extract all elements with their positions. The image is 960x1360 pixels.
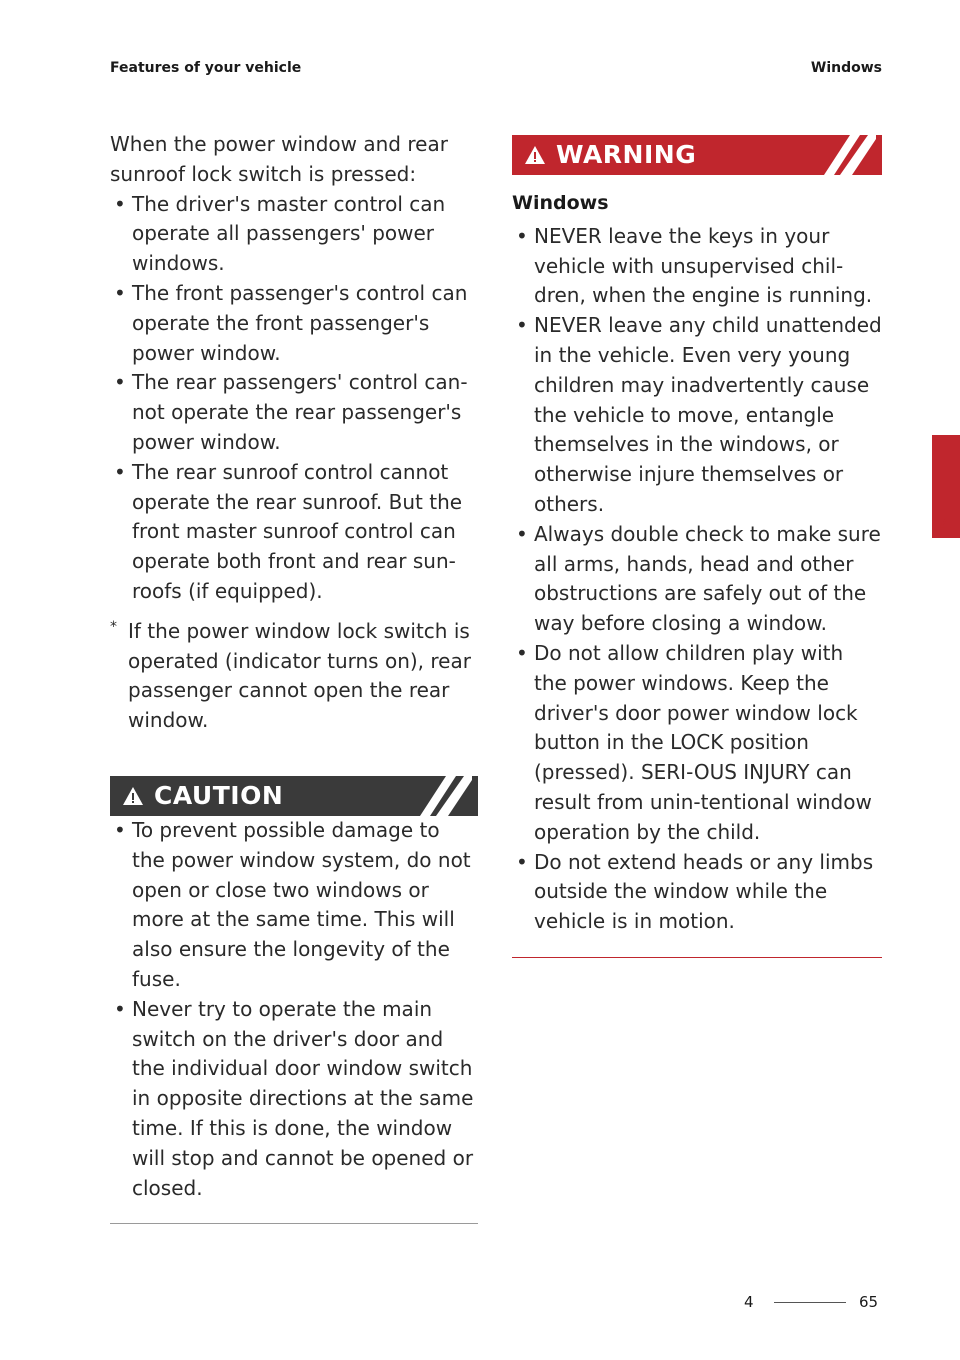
caution-title: CAUTION xyxy=(154,781,284,811)
list-item-text: NEVER leave any child unattended in the … xyxy=(534,313,882,516)
footer-divider xyxy=(774,1302,846,1303)
banner-stripes-decoration xyxy=(420,775,472,816)
bullet-icon: • xyxy=(114,817,126,842)
list-item: •Do not extend heads or any limbs outsid… xyxy=(512,848,882,937)
bullet-icon: • xyxy=(516,849,528,874)
list-item: •The front passenger's control can opera… xyxy=(110,279,478,368)
list-item: •To prevent possible damage to the power… xyxy=(110,816,478,995)
list-item-text: The driver's master control can operate … xyxy=(132,191,446,276)
warning-end-rule xyxy=(512,956,882,958)
list-item: •NEVER leave the keys in your vehicle wi… xyxy=(512,222,882,311)
list-item-text: NEVER leave the keys in your vehicle wit… xyxy=(534,223,873,308)
footer-chapter-number: 4 xyxy=(744,1293,754,1311)
list-item-text: The front passenger's control can operat… xyxy=(132,280,468,365)
running-header-topic: Windows xyxy=(810,60,882,76)
warning-triangle-icon xyxy=(525,146,545,164)
bullet-icon: • xyxy=(516,521,528,546)
bullet-icon: • xyxy=(114,459,126,484)
caution-end-rule xyxy=(110,1223,478,1225)
list-item-text: The rear passengers' control can-not ope… xyxy=(132,370,468,454)
warning-triangle-icon xyxy=(123,786,143,805)
right-column: WARNING Windows •NEVER leave the keys in… xyxy=(512,135,882,958)
footnote: * If the power window lock switch is ope… xyxy=(110,617,478,736)
list-item: •Never try to operate the main switch on… xyxy=(110,995,478,1204)
caution-banner: CAUTION xyxy=(110,775,478,816)
warning-list: •NEVER leave the keys in your vehicle wi… xyxy=(512,222,882,937)
caution-box: CAUTION •To prevent possible damage to t… xyxy=(110,775,478,1225)
list-item-text: To prevent possible damage to the power … xyxy=(132,817,471,991)
bullet-icon: • xyxy=(114,370,126,395)
list-item: •The rear sunroof control cannot operate… xyxy=(110,458,478,607)
chapter-tab xyxy=(932,435,960,538)
bullet-icon: • xyxy=(114,996,126,1021)
bullet-icon: • xyxy=(516,640,528,665)
bullet-icon: • xyxy=(114,191,126,216)
intro-paragraph: When the power window and rear sunroof l… xyxy=(110,132,448,186)
warning-banner: WARNING xyxy=(512,135,882,175)
list-item-text: Always double check to make sure all arm… xyxy=(534,521,881,636)
list-item: •The driver's master control can operate… xyxy=(110,190,478,279)
banner-stripes-decoration xyxy=(824,135,876,175)
warning-title: WARNING xyxy=(556,140,697,170)
lock-switch-list: •The driver's master control can operate… xyxy=(110,190,478,607)
chapter-tab-number: 4 xyxy=(940,515,952,535)
left-column: When the power window and rear sunroof l… xyxy=(110,130,478,1225)
page-number: 65 xyxy=(859,1293,879,1311)
warning-subtitle: Windows xyxy=(512,192,609,214)
bullet-icon: • xyxy=(516,223,528,248)
bullet-icon: • xyxy=(516,313,528,338)
footnote-text: If the power window lock switch is opera… xyxy=(128,618,471,733)
list-item: •NEVER leave any child unattended in the… xyxy=(512,311,882,520)
list-item: •The rear passengers' control can-not op… xyxy=(110,368,478,457)
caution-list: •To prevent possible damage to the power… xyxy=(110,816,478,1203)
list-item-text: Do not extend heads or any limbs outside… xyxy=(534,849,874,934)
list-item-text: Never try to operate the main switch on … xyxy=(132,996,474,1200)
running-header-section: Features of your vehicle xyxy=(110,60,302,76)
list-item: •Do not allow children play with the pow… xyxy=(512,639,882,848)
list-item-text: The rear sunroof control cannot operate … xyxy=(132,459,463,603)
footnote-marker: * xyxy=(110,618,117,635)
list-item: •Always double check to make sure all ar… xyxy=(512,520,882,639)
list-item-text: Do not allow children play with the powe… xyxy=(534,640,872,844)
bullet-icon: • xyxy=(114,280,126,305)
